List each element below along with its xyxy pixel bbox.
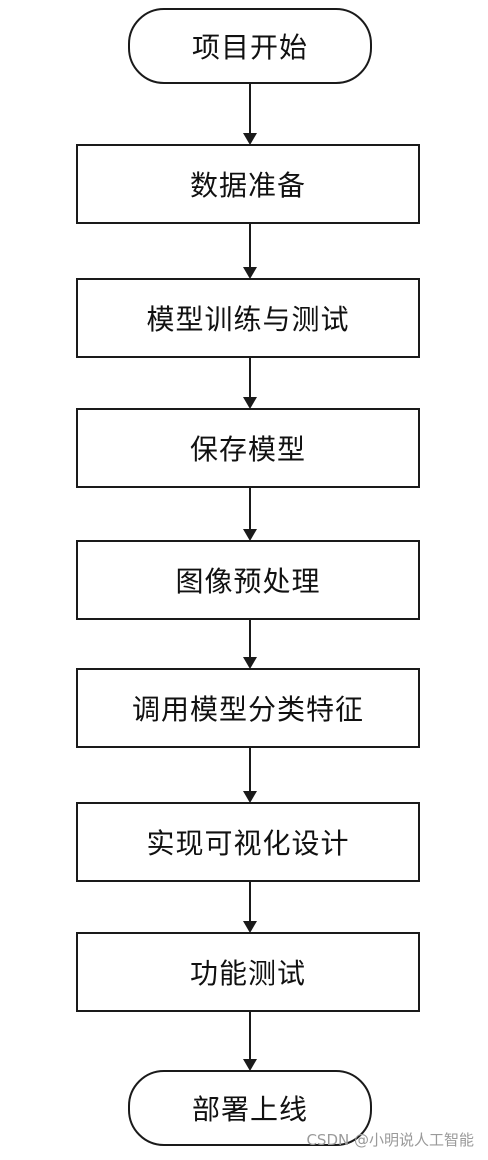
node-deploy: 部署上线 xyxy=(128,1070,372,1146)
node-save-model: 保存模型 xyxy=(76,408,420,488)
node-visualize: 实现可视化设计 xyxy=(76,802,420,882)
node-train-test: 模型训练与测试 xyxy=(76,278,420,358)
node-func-test: 功能测试 xyxy=(76,932,420,1012)
node-data-prep: 数据准备 xyxy=(76,144,420,224)
node-start: 项目开始 xyxy=(128,8,372,84)
node-preprocess: 图像预处理 xyxy=(76,540,420,620)
node-classify: 调用模型分类特征 xyxy=(76,668,420,748)
csdn-watermark: CSDN @小明说人工智能 xyxy=(306,1131,474,1149)
